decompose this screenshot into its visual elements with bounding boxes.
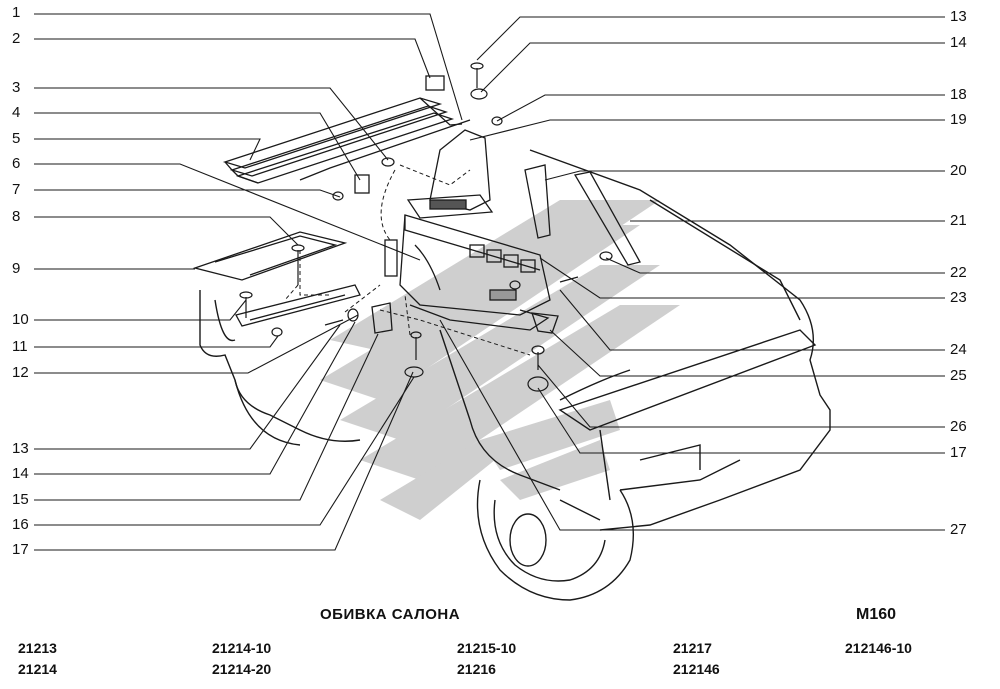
car-body-outline	[199, 149, 831, 601]
callout-3: 3	[12, 79, 21, 96]
model-number: 21217	[673, 640, 712, 656]
model-number: 212146-10	[845, 640, 912, 656]
floor-pad-27	[409, 304, 550, 331]
callout-4: 4	[12, 104, 21, 121]
callout-2: 2	[12, 30, 21, 47]
callout-12: 12	[12, 364, 29, 381]
callout-13-left: 13	[12, 440, 29, 457]
model-number: 21213	[18, 640, 57, 656]
callout-18: 18	[950, 86, 967, 103]
models-col-4: 21217 212146	[673, 638, 720, 680]
box-25	[531, 312, 559, 334]
callout-14-left: 14	[12, 465, 29, 482]
callout-9: 9	[12, 260, 21, 277]
callout-8: 8	[12, 208, 21, 225]
callout-1: 1	[12, 4, 21, 21]
callout-19: 19	[950, 111, 967, 128]
callout-11: 11	[12, 338, 28, 355]
bracket-3	[354, 174, 370, 194]
dashboard-23	[399, 214, 551, 316]
guide-lines	[284, 164, 531, 356]
cover-15	[371, 302, 393, 334]
callout-16: 16	[12, 516, 29, 533]
models-col-2: 21214-10 21214-20	[212, 638, 271, 680]
callout-20: 20	[950, 162, 967, 179]
callout-14-right: 14	[950, 34, 967, 51]
trim-21	[573, 171, 641, 266]
model-number: 21215-10	[457, 640, 517, 656]
callout-21: 21	[950, 212, 967, 229]
pillar-20	[524, 164, 551, 239]
clip-2	[425, 75, 445, 91]
roof-panel	[222, 97, 471, 184]
model-number: 21214	[18, 661, 57, 677]
sill-9	[192, 231, 361, 327]
callout-17-left: 17	[12, 541, 29, 558]
callout-23: 23	[950, 289, 967, 306]
models-col-3: 21215-10 21216	[457, 638, 516, 680]
diagram-title: ОБИВКА САЛОНА	[320, 606, 461, 623]
watermark-logo	[320, 200, 680, 520]
callout-27: 27	[950, 521, 967, 538]
model-number: 212146	[673, 661, 720, 677]
callout-13-right: 13	[950, 8, 967, 25]
callout-7: 7	[12, 181, 21, 198]
models-col-1: 21213 21214	[18, 638, 57, 680]
model-number: 21214-20	[212, 661, 272, 677]
models-col-5: 212146-10	[845, 638, 912, 659]
callout-26: 26	[950, 418, 967, 435]
callout-5: 5	[12, 130, 21, 147]
callout-17-right: 17	[950, 444, 967, 461]
callout-22: 22	[950, 264, 967, 281]
callout-24: 24	[950, 341, 967, 358]
model-number: 21216	[457, 661, 496, 677]
callout-25: 25	[950, 367, 967, 384]
model-number: 21214-10	[212, 640, 272, 656]
callout-15: 15	[12, 491, 29, 508]
callout-6: 6	[12, 155, 21, 172]
leader-lines	[34, 13, 945, 551]
sheet-code: M160	[856, 606, 897, 623]
callout-10: 10	[12, 311, 29, 328]
